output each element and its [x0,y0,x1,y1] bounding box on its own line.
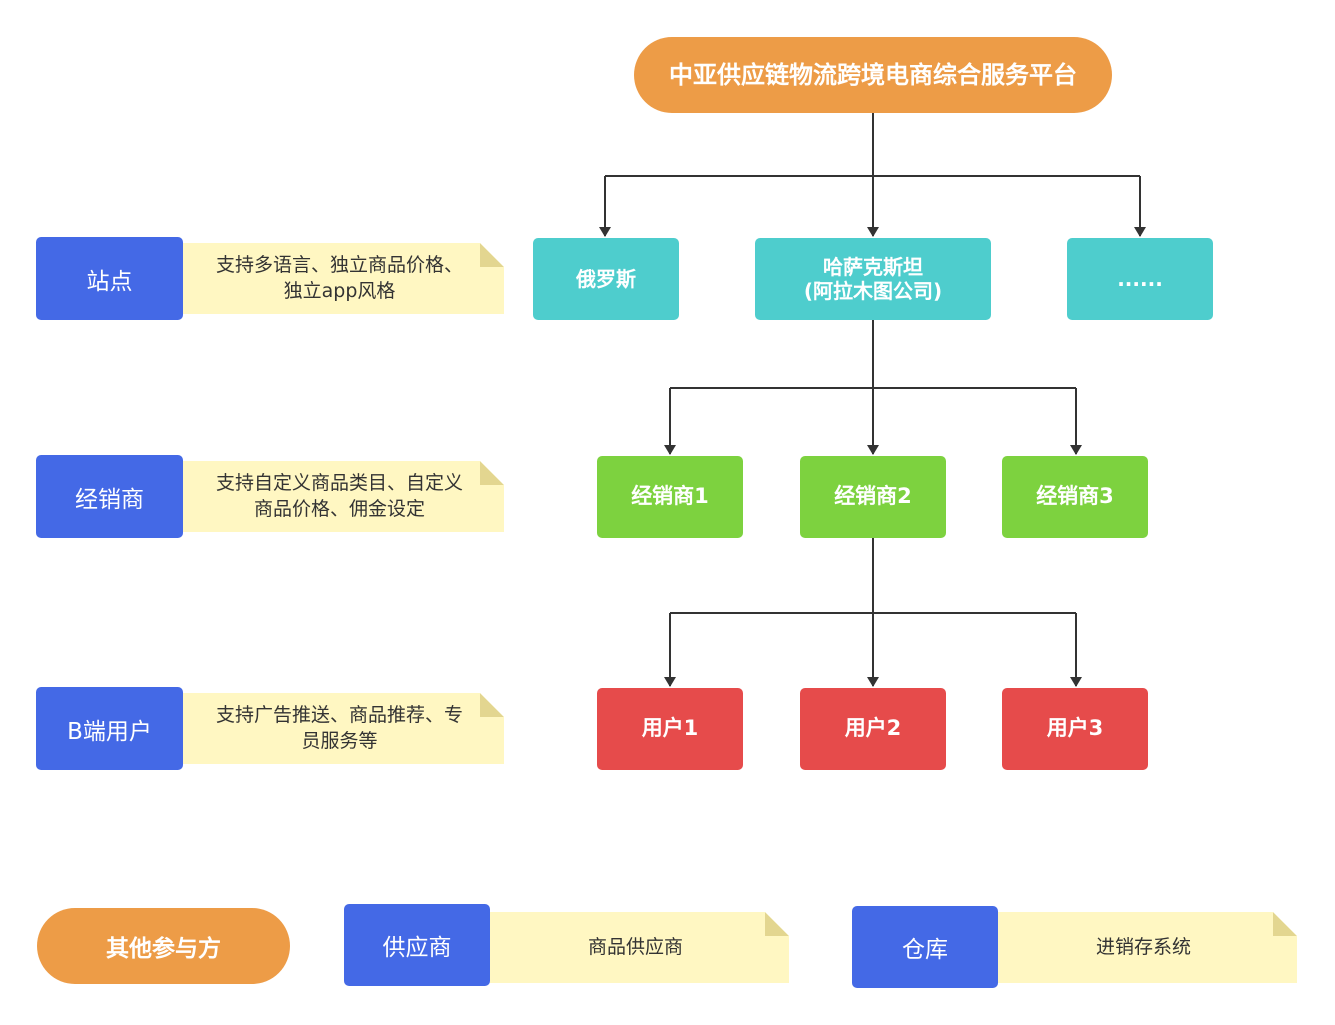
legend-buser-label: B端用户 [67,718,152,745]
supplier-label: 供应商 [382,935,452,961]
legend-buser-note-text: 支持广告推送、商品推荐、专 员服务等 [215,703,463,752]
legend-distributor-note-text: 支持自定义商品类目、自定义 商品价格、佣金设定 [215,471,463,520]
root-node: 中亚供应链物流跨境电商综合服务平台 [634,37,1112,113]
site-label: 哈萨克斯坦 (阿拉木图公司) [803,255,943,303]
supplier-note: 商品供应商 [490,912,789,983]
distributor-node-1: 经销商1 [597,456,743,538]
site-node-more: ...... [1067,238,1213,320]
distributor-node-3: 经销商3 [1002,456,1148,538]
user-node-1: 用户1 [597,688,743,770]
user-label: 用户1 [641,716,699,741]
legend-distributor-note: 支持自定义商品类目、自定义 商品价格、佣金设定 [183,461,504,532]
warehouse-note-text: 进销存系统 [1095,935,1191,958]
other-participants-label: 其他参与方 [106,936,221,962]
user-node-2: 用户2 [800,688,946,770]
warehouse-label: 仓库 [902,937,948,963]
other-participants-title: 其他参与方 [37,908,290,984]
user-label: 用户3 [1046,716,1104,741]
site-node-kazakhstan: 哈萨克斯坦 (阿拉木图公司) [755,238,991,320]
supplier-box: 供应商 [344,904,490,986]
legend-site-note-text: 支持多语言、独立商品价格、 独立app风格 [215,253,463,302]
distributor-label: 经销商2 [834,484,912,509]
root-label: 中亚供应链物流跨境电商综合服务平台 [669,60,1077,89]
distributor-label: 经销商3 [1036,484,1114,509]
legend-distributor-label: 经销商 [75,486,144,513]
distributor-label: 经销商1 [631,484,709,509]
site-node-russia: 俄罗斯 [533,238,679,320]
site-label: 俄罗斯 [576,267,636,291]
warehouse-note: 进销存系统 [998,912,1297,983]
legend-site-label: 站点 [86,268,133,295]
site-label: ...... [1117,267,1163,291]
user-node-3: 用户3 [1002,688,1148,770]
legend-buser-box: B端用户 [36,687,183,770]
legend-buser-note: 支持广告推送、商品推荐、专 员服务等 [183,693,504,764]
legend-distributor-box: 经销商 [36,455,183,538]
supplier-note-text: 商品供应商 [587,935,683,958]
legend-site-note: 支持多语言、独立商品价格、 独立app风格 [183,243,504,314]
user-label: 用户2 [844,716,902,741]
legend-site-box: 站点 [36,237,183,320]
distributor-node-2: 经销商2 [800,456,946,538]
warehouse-box: 仓库 [852,906,998,988]
